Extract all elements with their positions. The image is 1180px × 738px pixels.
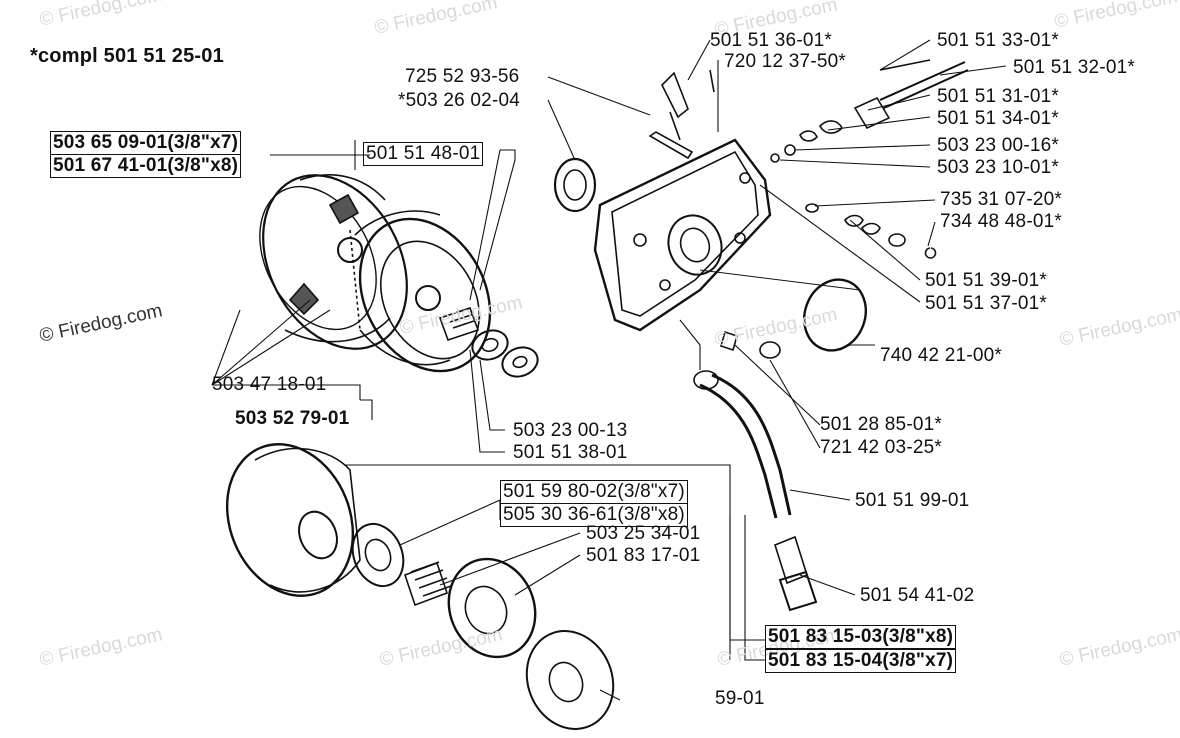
part-label: 501 54 41-02 bbox=[860, 585, 975, 606]
part-label: 501 83 17-01 bbox=[586, 545, 701, 566]
part-label: 503 52 79-01 bbox=[235, 408, 350, 429]
part-label: 503 65 09-01(3/8"x7) bbox=[50, 131, 242, 155]
part-label: 503 25 34-01 bbox=[586, 523, 701, 544]
part-label: 721 42 03-25* bbox=[820, 437, 942, 458]
part-label: 740 42 21-00* bbox=[880, 345, 1002, 366]
part-label: 59-01 bbox=[715, 688, 765, 709]
part-label: 501 51 31-01* bbox=[937, 86, 1059, 107]
part-label: 501 67 41-01(3/8"x8) bbox=[50, 154, 242, 178]
clutch-assembly-drawing bbox=[259, 174, 539, 378]
part-label: 503 23 00-16* bbox=[937, 135, 1059, 156]
part-label: 720 12 37-50* bbox=[724, 51, 846, 72]
part-label: 501 51 33-01* bbox=[937, 30, 1059, 51]
part-label: 501 51 37-01* bbox=[925, 293, 1047, 314]
part-label: 501 28 85-01* bbox=[820, 414, 942, 435]
part-label: 505 30 36-61(3/8"x8) bbox=[500, 503, 688, 527]
part-label: 501 51 32-01* bbox=[1013, 57, 1135, 78]
part-label: 501 51 39-01* bbox=[925, 270, 1047, 291]
part-label: *503 26 02-04 bbox=[398, 90, 520, 111]
part-label: 501 83 15-04(3/8"x7) bbox=[765, 649, 957, 673]
part-label: 501 51 99-01 bbox=[855, 490, 970, 511]
part-label: 501 51 34-01* bbox=[937, 108, 1059, 129]
part-label: 501 51 38-01 bbox=[513, 442, 628, 463]
part-label: 501 51 36-01* bbox=[710, 30, 832, 51]
part-label: 503 47 18-01 bbox=[212, 374, 327, 395]
part-label: 503 23 00-13 bbox=[513, 420, 628, 441]
part-label: 503 23 10-01* bbox=[937, 157, 1059, 178]
part-label: 735 31 07-20* bbox=[940, 189, 1062, 210]
part-label: 734 48 48-01* bbox=[940, 211, 1062, 232]
part-label: 501 83 15-03(3/8"x8) bbox=[765, 625, 957, 649]
leader-lines bbox=[211, 39, 1007, 701]
part-label: 725 52 93-56 bbox=[405, 66, 520, 87]
assembly-title: *compl 501 51 25-01 bbox=[30, 45, 224, 67]
part-label: 501 59 80-02(3/8"x7) bbox=[500, 480, 688, 504]
part-label: 501 51 48-01 bbox=[363, 142, 484, 166]
sprocket-drum-drawing bbox=[225, 443, 615, 730]
oil-pump-housing-drawing bbox=[553, 59, 969, 612]
